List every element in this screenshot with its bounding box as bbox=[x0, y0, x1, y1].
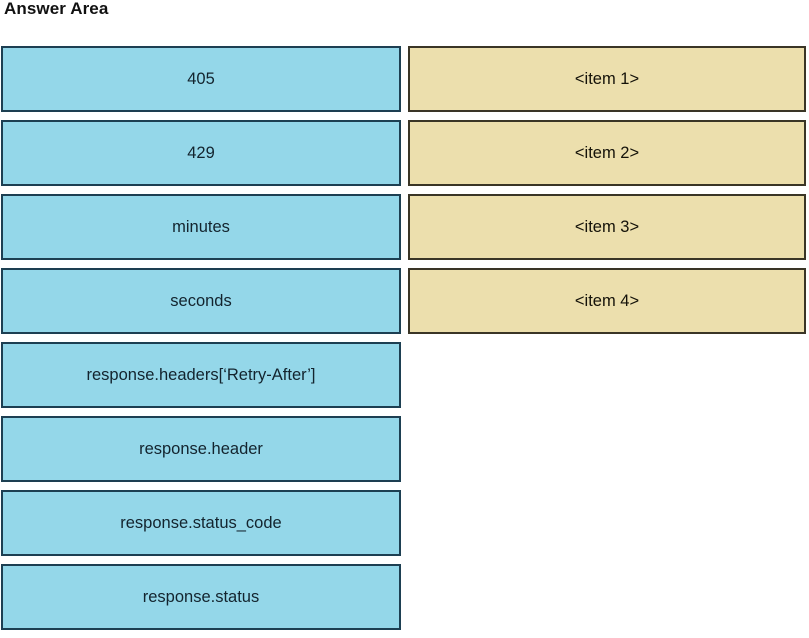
answer-target-label: <item 2> bbox=[574, 144, 640, 162]
answer-option-item[interactable]: 429 bbox=[1, 120, 401, 186]
answer-option-item[interactable]: response.headers[‘Retry-After’] bbox=[1, 342, 401, 408]
answer-option-label: 405 bbox=[187, 70, 215, 88]
answer-targets-column: <item 1> <item 2> <item 3> <item 4> bbox=[408, 46, 806, 342]
answer-option-item[interactable]: response.header bbox=[1, 416, 401, 482]
answer-option-label: 429 bbox=[187, 144, 215, 162]
answer-option-item[interactable]: minutes bbox=[1, 194, 401, 260]
answer-option-label: response.status_code bbox=[120, 514, 282, 532]
answer-option-label: minutes bbox=[172, 218, 230, 236]
answer-option-item[interactable]: response.status bbox=[1, 564, 401, 630]
answer-target-slot[interactable]: <item 1> bbox=[408, 46, 806, 112]
answer-option-label: response.status bbox=[142, 588, 260, 606]
answer-option-label: response.header bbox=[139, 440, 263, 458]
answer-option-label: seconds bbox=[170, 292, 232, 310]
answer-target-slot[interactable]: <item 2> bbox=[408, 120, 806, 186]
answer-option-item[interactable]: 405 bbox=[1, 46, 401, 112]
answer-target-slot[interactable]: <item 4> bbox=[408, 268, 806, 334]
answer-area-board: 405 429 minutes seconds response.headers… bbox=[0, 46, 809, 638]
answer-target-label: <item 3> bbox=[574, 218, 640, 236]
answer-options-column: 405 429 minutes seconds response.headers… bbox=[1, 46, 401, 638]
answer-target-label: <item 4> bbox=[574, 292, 640, 310]
answer-option-item[interactable]: seconds bbox=[1, 268, 401, 334]
page-title: Answer Area bbox=[4, 0, 109, 18]
answer-target-slot[interactable]: <item 3> bbox=[408, 194, 806, 260]
answer-option-item[interactable]: response.status_code bbox=[1, 490, 401, 556]
answer-option-label: response.headers[‘Retry-After’] bbox=[86, 366, 316, 384]
answer-target-label: <item 1> bbox=[574, 70, 640, 88]
